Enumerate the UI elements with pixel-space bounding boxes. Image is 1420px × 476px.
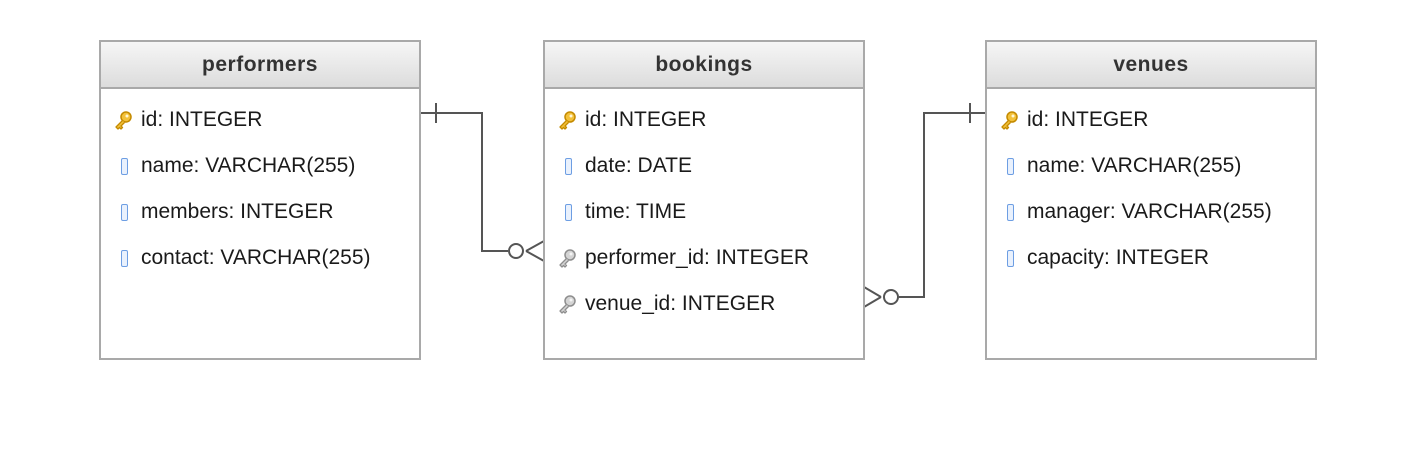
field-label: capacity: INTEGER bbox=[1027, 246, 1210, 269]
relationship-performers-bookings bbox=[420, 112, 508, 252]
entity-venues[interactable]: venues id: INTEGER name: VARCHAR(255) ma… bbox=[985, 40, 1317, 360]
entity-bookings[interactable]: bookings id: INTEGER date: DATE time: TI… bbox=[543, 40, 865, 360]
zero-marker-venues-bookings bbox=[883, 289, 899, 305]
field-row[interactable]: id: INTEGER bbox=[545, 97, 863, 143]
field-label: id: INTEGER bbox=[585, 108, 707, 131]
column-icon bbox=[557, 155, 577, 177]
column-icon bbox=[113, 155, 133, 177]
field-label: manager: VARCHAR(255) bbox=[1027, 200, 1272, 223]
primary-key-icon bbox=[113, 109, 133, 131]
field-row[interactable]: manager: VARCHAR(255) bbox=[987, 189, 1315, 235]
column-icon bbox=[557, 201, 577, 223]
column-icon bbox=[999, 201, 1019, 223]
field-row[interactable]: performer_id: INTEGER bbox=[545, 235, 863, 281]
field-row[interactable]: capacity: INTEGER bbox=[987, 235, 1315, 281]
field-label: id: INTEGER bbox=[1027, 108, 1149, 131]
relationship-venues-bookings bbox=[899, 112, 985, 298]
entity-title: performers bbox=[101, 42, 419, 89]
entity-performers[interactable]: performers id: INTEGER name: VARCHAR(255… bbox=[99, 40, 421, 360]
crowfoot-performers-bookings-top bbox=[525, 240, 545, 252]
field-row[interactable]: id: INTEGER bbox=[987, 97, 1315, 143]
column-icon bbox=[113, 247, 133, 269]
field-row[interactable]: members: INTEGER bbox=[101, 189, 419, 235]
field-label: venue_id: INTEGER bbox=[585, 292, 776, 315]
foreign-key-icon bbox=[557, 293, 577, 315]
field-row[interactable]: time: TIME bbox=[545, 189, 863, 235]
field-row[interactable]: venue_id: INTEGER bbox=[545, 281, 863, 327]
field-label: id: INTEGER bbox=[141, 108, 263, 131]
entity-title: bookings bbox=[545, 42, 863, 89]
field-label: name: VARCHAR(255) bbox=[1027, 154, 1242, 177]
field-label: name: VARCHAR(255) bbox=[141, 154, 356, 177]
field-row[interactable]: contact: VARCHAR(255) bbox=[101, 235, 419, 281]
field-label: contact: VARCHAR(255) bbox=[141, 246, 371, 269]
primary-key-icon bbox=[999, 109, 1019, 131]
crowfoot-venues-bookings-top bbox=[863, 286, 882, 298]
entity-title: venues bbox=[987, 42, 1315, 89]
field-row[interactable]: id: INTEGER bbox=[101, 97, 419, 143]
column-icon bbox=[999, 247, 1019, 269]
column-icon bbox=[113, 201, 133, 223]
field-row[interactable]: name: VARCHAR(255) bbox=[987, 143, 1315, 189]
field-label: time: TIME bbox=[585, 200, 687, 223]
crowfoot-venues-bookings-bottom bbox=[863, 296, 882, 308]
field-label: performer_id: INTEGER bbox=[585, 246, 810, 269]
field-label: members: INTEGER bbox=[141, 200, 334, 223]
foreign-key-icon bbox=[557, 247, 577, 269]
column-icon bbox=[999, 155, 1019, 177]
crowfoot-performers-bookings-bottom bbox=[525, 250, 545, 262]
field-row[interactable]: date: DATE bbox=[545, 143, 863, 189]
zero-marker-performers-bookings bbox=[508, 243, 524, 259]
primary-key-icon bbox=[557, 109, 577, 131]
field-row[interactable]: name: VARCHAR(255) bbox=[101, 143, 419, 189]
field-label: date: DATE bbox=[585, 154, 692, 177]
